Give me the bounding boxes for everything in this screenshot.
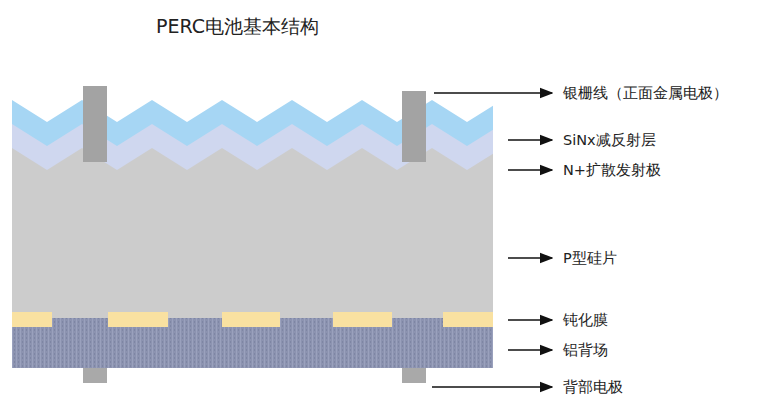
leader-arrow <box>432 93 552 387</box>
p-wafer <box>12 148 493 318</box>
callout-label: SiNx减反射层 <box>563 130 656 150</box>
callout-label: 背部电极 <box>563 377 623 397</box>
callout-label: 铝背场 <box>563 340 608 360</box>
silver-grid-line <box>83 86 426 162</box>
back-electrode <box>83 368 426 383</box>
callout-label: N+扩散发射极 <box>563 160 661 180</box>
callout-label: P型硅片 <box>563 248 617 268</box>
callout-label: 银栅线（正面金属电极） <box>563 83 728 103</box>
callout-label: 钝化膜 <box>563 310 608 330</box>
passivation-film <box>12 312 493 327</box>
diagram-title: PERC电池基本结构 <box>156 14 319 40</box>
